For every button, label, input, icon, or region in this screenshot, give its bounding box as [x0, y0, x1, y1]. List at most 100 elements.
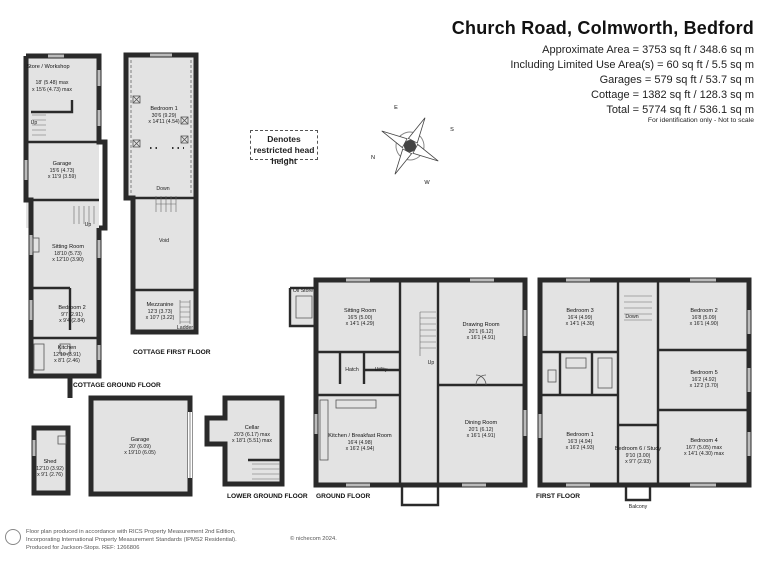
- room-name-drawing: Drawing Room: [463, 322, 500, 328]
- footer-line-2: Incorporating International Property Mea…: [26, 537, 237, 543]
- room-dim-bedroom4-2: x 14'1 (4.30) max: [684, 451, 724, 457]
- room-dim-cellar-2: x 18'1 (5.51) max: [232, 438, 272, 444]
- room-dim-dining-1: 20'1 (6.12): [469, 427, 494, 433]
- room-name-bedroom4: Bedroom 4: [690, 438, 717, 444]
- room-dim-kitchen-cottage-1: 12'10 (3.91): [53, 352, 81, 358]
- label-ladder: Ladder: [177, 325, 193, 331]
- label-void: Void: [159, 238, 169, 244]
- first-floor: [537, 277, 752, 502]
- room-name-bedroom1-main: Bedroom 1: [566, 432, 593, 438]
- room-dim-kitchen-cottage-2: x 8'1 (2.46): [54, 358, 80, 364]
- property-title: Church Road, Colmworth, Bedford: [451, 18, 754, 38]
- room-name-bedroom6: Bedroom 6 / Study: [615, 446, 662, 452]
- footer-brand: © nichecom 2024.: [290, 536, 337, 542]
- room-dim-kitchen-main-1: 16'4 (4.98): [348, 440, 373, 446]
- detached-garage: [88, 395, 193, 497]
- room-dim-bedroom4-1: 16'7 (5.05) max: [686, 445, 722, 451]
- room-name-sitting-cottage: Sitting Room: [52, 244, 84, 250]
- ground-floor: [288, 277, 528, 507]
- room-dim-bedroom5-1: 16'2 (4.92): [692, 377, 717, 383]
- label-up-sitting: Up: [85, 222, 92, 228]
- room-name-sitting-main: Sitting Room: [344, 308, 376, 314]
- floor-title-first: FIRST FLOOR: [536, 493, 580, 500]
- room-name-garage-cottage: Garage: [53, 161, 72, 167]
- cellar: [204, 395, 285, 487]
- footer-disclaimer: Floor plan produced in accordance with R…: [26, 528, 237, 552]
- room-dim-bedroom5-2: x 12'2 (3.70): [690, 383, 719, 389]
- label-down-main: Down: [625, 314, 638, 320]
- room-dim-sitting-main-1: 16'5 (5.00): [348, 315, 373, 321]
- room-dim-shed-1: 12'10 (3.92): [36, 466, 64, 472]
- label-oil-store: Oil Store: [293, 288, 313, 294]
- room-dim-bedroom2-cottage-1: 9'7 (2.91): [61, 312, 83, 318]
- room-dim-bedroom6-2: x 9'7 (2.93): [625, 459, 651, 465]
- room-dim-bedroom3-2: x 14'1 (4.30): [566, 321, 595, 327]
- room-name-kitchen-main: Kitchen / Breakfast Room: [328, 433, 392, 439]
- room-dim-dining-2: x 16'1 (4.91): [467, 433, 496, 439]
- label-down-cottage: Down: [156, 186, 169, 192]
- restricted-head-height-legend: Denotes restricted head height: [250, 130, 318, 166]
- room-dim-garage-main-2: x 19'10 (6.05): [124, 450, 156, 456]
- room-dim-bedroom6-1: 9'10 (3.00): [626, 453, 651, 459]
- room-dim-bedroom1-main-2: x 16'2 (4.93): [566, 445, 595, 451]
- floor-title-lower-ground: LOWER GROUND FLOOR: [227, 493, 308, 500]
- room-dim-bedroom2-cottage-2: x 9'4 (2.84): [59, 318, 85, 324]
- room-dim-drawing-1: 20'1 (6.12): [469, 329, 494, 335]
- compass-e: E: [394, 105, 398, 111]
- room-name-bedroom3: Bedroom 3: [566, 308, 593, 314]
- room-name-dining: Dining Room: [465, 420, 498, 426]
- room-dim-store-1: 18' (5.48) max: [36, 80, 69, 86]
- area-cottage: Cottage = 1382 sq ft / 128.3 sq m: [591, 89, 754, 101]
- room-dim-drawing-2: x 16'1 (4.91): [467, 335, 496, 341]
- room-dim-garage-cottage-1: 15'6 (4.73): [50, 168, 75, 174]
- floor-title-cottage-first: COTTAGE FIRST FLOOR: [133, 349, 211, 356]
- room-dim-sitting-cottage-2: x 12'10 (3.90): [52, 257, 84, 263]
- footer-line-3: Produced for Jackson-Stops. REF: 1266806: [26, 545, 140, 551]
- room-dim-bedroom2-main-1: 16'8 (5.09): [692, 315, 717, 321]
- room-dim-bedroom2-main-2: x 16'1 (4.90): [690, 321, 719, 327]
- label-up-main: Up: [428, 360, 435, 366]
- room-dim-bedroom3-1: 16'4 (4.99): [568, 315, 593, 321]
- room-dim-sitting-main-2: x 14'1 (4.29): [346, 321, 375, 327]
- label-up-store: Up: [31, 120, 38, 126]
- room-dim-kitchen-main-2: x 16'2 (4.94): [346, 446, 375, 452]
- room-name-bedroom2-main: Bedroom 2: [690, 308, 717, 314]
- label-balcony: Balcony: [629, 504, 648, 510]
- room-name-bedroom1-cottage: Bedroom 1: [150, 106, 177, 112]
- room-name-garage-main: Garage: [131, 437, 150, 443]
- room-dim-garage-main-1: 20' (6.09): [129, 444, 151, 450]
- footer-line-1: Floor plan produced in accordance with R…: [26, 529, 236, 535]
- compass-s: S: [450, 127, 454, 133]
- area-total: Total = 5774 sq ft / 536.1 sq m: [606, 104, 754, 116]
- room-dim-mezzanine-1: 12'3 (3.73): [148, 309, 173, 315]
- room-dim-sitting-cottage-1: 18'10 (5.73): [54, 251, 82, 257]
- cottage-first-floor: [123, 52, 199, 335]
- area-limited-use: Including Limited Use Area(s) = 60 sq ft…: [510, 59, 754, 71]
- compass-n: N: [371, 155, 375, 161]
- rics-logo-icon: [5, 529, 21, 545]
- room-name-mezzanine: Mezzanine: [146, 302, 173, 308]
- room-dim-store-2: x 15'6 (4.73) max: [32, 87, 72, 93]
- room-name-kitchen-cottage: Kitchen: [58, 345, 77, 351]
- floor-title-ground: GROUND FLOOR: [316, 493, 370, 500]
- room-dim-garage-cottage-2: x 11'9 (3.59): [48, 174, 77, 180]
- room-name-bedroom5: Bedroom 5: [690, 370, 717, 376]
- shed: [31, 425, 71, 496]
- room-name-cellar: Cellar: [245, 425, 260, 431]
- area-approximate: Approximate Area = 3753 sq ft / 348.6 sq…: [542, 44, 754, 56]
- cottage-ground-floor: [23, 53, 108, 398]
- identification-note: For identification only - Not to scale: [647, 117, 754, 124]
- label-hatch: Hatch: [345, 367, 359, 373]
- label-utility: Utility: [375, 367, 388, 373]
- compass-rose: [381, 117, 439, 175]
- room-dim-bedroom1-cottage-2: x 14'11 (4.54): [148, 119, 179, 125]
- floor-title-cottage-ground: COTTAGE GROUND FLOOR: [73, 382, 161, 389]
- compass-w: W: [424, 180, 430, 186]
- room-name-store: Store / Workshop: [26, 64, 69, 70]
- room-dim-mezzanine-2: x 10'7 (3.22): [146, 315, 175, 321]
- room-name-bedroom2-cottage: Bedroom 2: [58, 305, 85, 311]
- room-dim-bedroom1-cottage-1: 30'6 (9.29): [152, 113, 177, 119]
- room-dim-cellar-1: 20'3 (6.17) max: [234, 432, 270, 438]
- room-dim-shed-2: x 9'1 (2.76): [37, 472, 63, 478]
